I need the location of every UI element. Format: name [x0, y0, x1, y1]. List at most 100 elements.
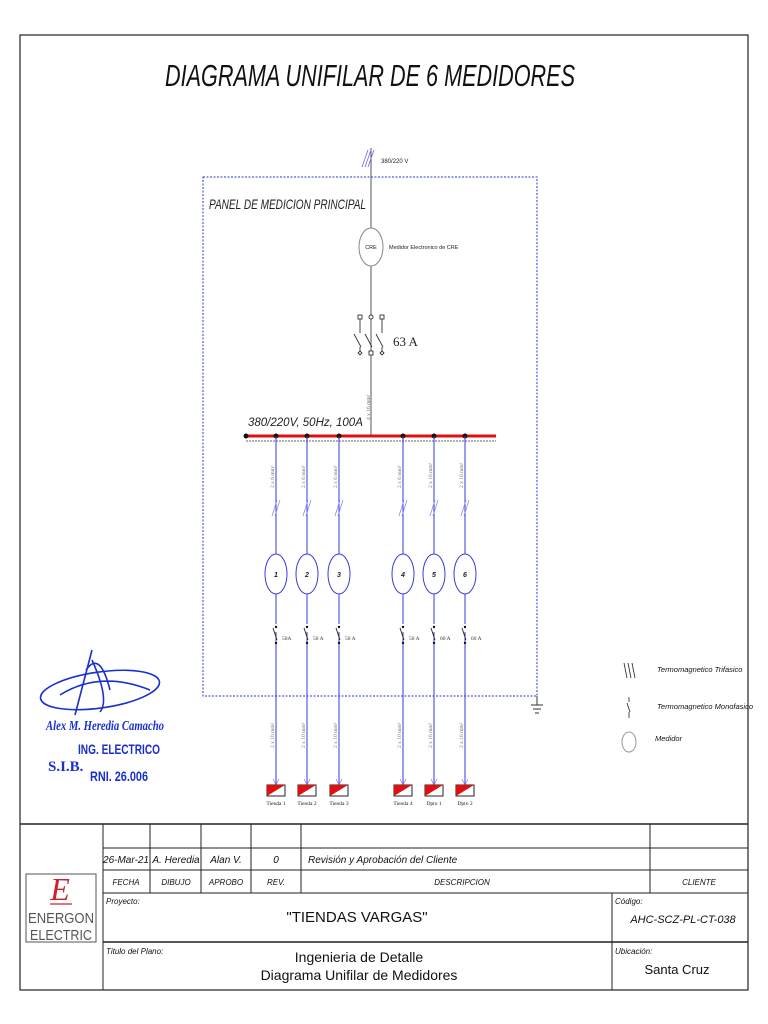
header-dibujo: DIBUJO [161, 878, 190, 887]
load-label: Dpto 2 [457, 801, 472, 807]
load-box-icon [424, 784, 444, 797]
feeder-breaker-rating: 60 A [440, 636, 451, 642]
header-descripcion: DESCRIPCION [434, 878, 490, 887]
header-cliente: CLIENTE [682, 878, 716, 887]
breaker-terminal [432, 625, 436, 629]
breaker-terminal [274, 625, 278, 629]
breaker-terminal [305, 625, 309, 629]
codigo-label: Código: [615, 897, 643, 906]
load-box-fill [425, 785, 443, 796]
load-box-icon [393, 784, 413, 797]
load-label: Tienda 2 [297, 801, 316, 807]
header-aprobo: APROBO [208, 878, 243, 887]
feeder-breaker-rating: 50 A [345, 636, 356, 642]
revision-description: Revisión y Aprobación del Cliente [308, 855, 458, 866]
meter-icon [295, 553, 319, 595]
feeder-breaker-rating: 50 A [409, 636, 420, 642]
load-box-icon [266, 784, 286, 797]
breaker-terminal [305, 641, 309, 645]
feeder-cable-out-label: 2 x 16 mm² [428, 722, 434, 748]
drawing-code: AHC-SCZ-PL-CT-038 [629, 914, 736, 926]
single-phase-breaker-icon [335, 627, 341, 641]
logo-mark: E [49, 871, 70, 907]
legend: Termomagnetico Trifasico Termomagnetico … [621, 662, 753, 753]
main-meter-description: Medidor Electronico de CRE [389, 245, 459, 251]
header-rev: REV. [267, 878, 285, 887]
panel-boundary [202, 176, 538, 697]
revision-date: 26-Mar-21 [102, 855, 149, 866]
feeder-cable-out-label: 2 x 16 mm² [459, 722, 465, 748]
two-wire-tick-icon [398, 499, 405, 517]
busbar-label: 380/220V, 50Hz, 100A [248, 417, 363, 429]
titulo-label: Titulo del Plano: [106, 947, 163, 956]
load-box-icon [329, 784, 349, 797]
supply-voltage-label: 380/220 V [381, 159, 408, 165]
meter-number: 3 [337, 572, 341, 579]
single-phase-breaker-icon [272, 627, 278, 641]
load-box-fill [298, 785, 316, 796]
stamp-name: Alex M. Heredia Camacho [45, 719, 164, 734]
drawing-title-line1: Ingenieria de Detalle [295, 949, 424, 965]
two-wire-tick-icon [271, 499, 278, 517]
single-phase-breaker-icon [430, 627, 436, 641]
main-meter-icon [358, 227, 384, 267]
sheet-border [19, 34, 749, 991]
load-box-icon [455, 784, 475, 797]
breaker-terminal [432, 641, 436, 645]
panel-label: PANEL DE MEDICION PRINCIPAL [209, 196, 366, 212]
load-label: Dpto 1 [426, 801, 441, 807]
two-wire-tick-icon [463, 499, 470, 517]
two-wire-tick-icon [302, 499, 309, 517]
breaker-terminal [463, 625, 467, 629]
page-title: DIAGRAMA UNIFILAR DE 6 MEDIDORES [165, 58, 575, 93]
main-cable-label: 4 x 16 mm² [366, 394, 372, 420]
two-wire-tick-icon [429, 499, 436, 517]
feeder-cable-in-label: 2 x 16 mm² [428, 462, 434, 488]
meter-icon [327, 553, 351, 595]
meter-icon [422, 553, 446, 595]
two-wire-tick-icon [337, 499, 344, 517]
logo-line2: ELECTRIC [30, 928, 92, 944]
load-label: Tienda 4 [393, 801, 412, 807]
load-box-fill [330, 785, 348, 796]
feeder-breaker-rating: 50 A [313, 636, 324, 642]
legend-label: Medidor [655, 734, 683, 743]
feeder-cable-in-label: 2 x 6 mm² [301, 465, 307, 488]
header-fecha: FECHA [112, 878, 139, 887]
engineer-stamp: Alex M. Heredia Camacho ING. ELECTRICO S… [45, 719, 164, 784]
two-wire-tick-icon [334, 499, 341, 517]
single-phase-breaker-icon [399, 627, 405, 641]
main-breaker-rating: 63 A [393, 334, 419, 349]
breaker-terminal [401, 625, 405, 629]
two-wire-tick-icon [274, 499, 281, 517]
load-label: Tienda 1 [266, 801, 285, 807]
meter-number: 5 [432, 572, 436, 579]
feeder-cable-in-label: 2 x 6 mm² [333, 465, 339, 488]
meter-icon [453, 553, 477, 595]
meter-number: 1 [274, 572, 278, 579]
feeder-breaker-rating: 50A [282, 636, 292, 642]
single-phase-breaker-icon [461, 627, 467, 641]
location: Santa Cruz [644, 962, 709, 977]
breaker-terminal [463, 641, 467, 645]
company-logo: E ENERGON ELECTRIC [28, 871, 94, 944]
load-box-fill [394, 785, 412, 796]
meter-number: 4 [400, 572, 405, 579]
main-breaker-icon [353, 314, 385, 356]
revision-drawn-by: A. Heredia [151, 855, 200, 866]
engineer-signature [39, 649, 161, 716]
project-name: "TIENDAS VARGAS" [286, 909, 427, 926]
feeder-cable-in-label: 2 x 6 mm² [397, 465, 403, 488]
meter-number: 6 [463, 572, 467, 579]
load-box-fill [456, 785, 474, 796]
breaker-terminal [337, 625, 341, 629]
load-label: Tienda 3 [329, 801, 348, 807]
feeder-circuit: 2 x 6 mm² 4 50 A 2 x 10 mm² Tienda 4 [391, 433, 420, 807]
three-phase-tick-icon [361, 149, 375, 168]
feeder-cable-out-label: 2 x 10 mm² [397, 722, 403, 748]
breaker-terminal [337, 641, 341, 645]
proyecto-label: Proyecto: [106, 897, 140, 906]
feeder-cable-out-label: 2 x 10 mm² [270, 722, 276, 748]
